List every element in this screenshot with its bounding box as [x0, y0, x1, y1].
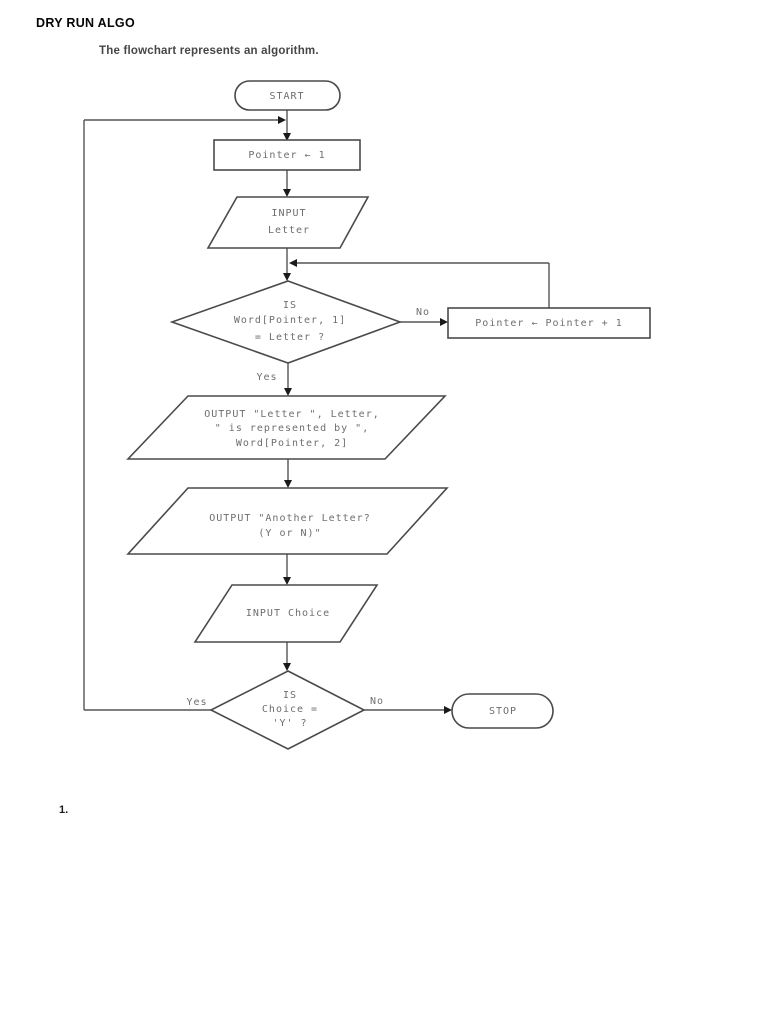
input-choice-io-shape — [193, 584, 379, 643]
stop-label: STOP — [489, 706, 517, 717]
decision-word-line3: = Letter ? — [255, 332, 325, 343]
flowchart-caption: The flowchart represents an algorithm. — [99, 45, 319, 57]
output-letter-line1: OUTPUT "Letter ", Letter, — [204, 409, 380, 420]
init-process-shape — [213, 139, 361, 171]
init-label: Pointer ← 1 — [248, 150, 325, 161]
arrowhead-into-increment — [440, 318, 448, 326]
decision-word-line2: Word[Pointer, 1] — [234, 315, 346, 326]
output-letter-io-shape — [126, 395, 447, 460]
input-choice-label: INPUT Choice — [246, 608, 330, 619]
output-another-line2: (Y or N)" — [258, 528, 321, 539]
decision-choice-line1: IS — [283, 690, 297, 701]
decision-word-line1: IS — [283, 300, 297, 311]
flowchart-edges — [83, 110, 550, 711]
increment-label: Pointer ← Pointer + 1 — [475, 318, 622, 329]
arrowhead-into-input — [283, 189, 291, 197]
arrowhead-into-output2 — [284, 480, 292, 488]
start-label: START — [269, 91, 304, 102]
init-pointer-node: Pointer ← 1 — [213, 139, 361, 171]
arrowhead-into-decision2 — [283, 663, 291, 671]
decision-choice-shape — [209, 670, 366, 750]
arrowhead-into-decision1 — [283, 273, 291, 281]
no-branch-label-2: No — [370, 696, 384, 707]
decision-choice-line3: 'Y' ? — [272, 718, 307, 729]
output-letter-line2: " is represented by ", — [215, 423, 369, 434]
decision-word-node: IS Word[Pointer, 1] = Letter ? — [169, 280, 403, 364]
decision-choice-line2: Choice = — [262, 704, 318, 715]
output-another-line1: OUTPUT "Another Letter? — [209, 513, 370, 524]
output-letter-node: OUTPUT "Letter ", Letter, " is represent… — [126, 395, 447, 460]
arrowhead-loop-merge — [278, 116, 286, 124]
start-terminator-shape — [234, 80, 341, 111]
question-number: 1. — [59, 804, 69, 816]
page-title: DRY RUN ALGO — [36, 16, 135, 30]
increment-pointer-node: Pointer ← Pointer + 1 — [447, 307, 651, 339]
no-branch-label-1: No — [416, 307, 430, 318]
arrowhead-into-init — [283, 133, 291, 141]
input-letter-line1: INPUT — [271, 208, 306, 219]
output-letter-line3: Word[Pointer, 2] — [236, 438, 348, 449]
start-node: START — [234, 80, 341, 111]
yes-branch-label-2: Yes — [186, 697, 207, 708]
yes-branch-label-1: Yes — [256, 372, 277, 383]
arrowhead-return-merge — [289, 259, 297, 267]
increment-process-shape — [447, 307, 651, 339]
stop-node: STOP — [451, 693, 554, 729]
input-choice-node: INPUT Choice — [193, 584, 379, 643]
decision-word-shape — [169, 280, 403, 364]
output-another-io-shape — [126, 487, 449, 555]
arrowhead-into-stop — [444, 706, 452, 714]
decision-choice-node: IS Choice = 'Y' ? — [209, 670, 366, 750]
input-letter-node: INPUT Letter — [206, 196, 370, 249]
arrowhead-into-output1 — [284, 388, 292, 396]
flowchart-arrowheads — [278, 116, 452, 714]
stop-terminator-shape — [451, 693, 554, 729]
output-another-node: OUTPUT "Another Letter? (Y or N)" — [126, 487, 449, 555]
arrowhead-into-inputchoice — [283, 577, 291, 585]
input-letter-line2: Letter — [268, 225, 310, 236]
input-letter-io-shape — [206, 196, 370, 249]
